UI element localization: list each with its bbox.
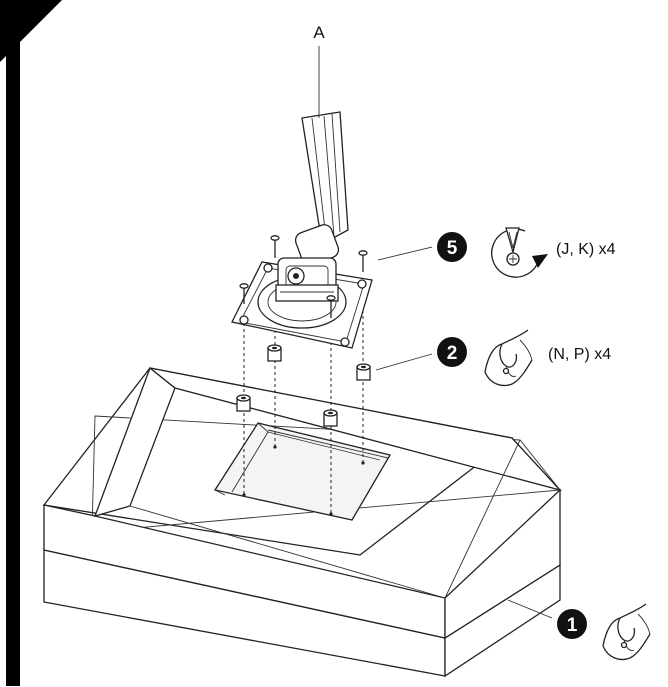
- part-a-label: A: [313, 23, 325, 42]
- step-5-text: (J, K) x4: [556, 241, 616, 258]
- step-1-badge: [557, 609, 587, 639]
- step-5-number: 5: [447, 238, 458, 259]
- step-1-number: 1: [567, 615, 578, 636]
- screw: [358, 250, 368, 272]
- base-back-bevel: [149, 367, 562, 492]
- hand-icon: [602, 603, 651, 661]
- stand-base: [42, 366, 562, 678]
- spacers: [236, 344, 371, 427]
- left-border-bar: [6, 2, 20, 686]
- screw: [326, 295, 336, 318]
- spacer: [323, 409, 338, 427]
- monitor-arm: [275, 111, 349, 302]
- spacer: [267, 344, 282, 362]
- step-2-text: (N, P) x4: [548, 346, 611, 363]
- screws: [239, 235, 368, 318]
- hand-icon: [484, 329, 533, 387]
- step-2-leader: [375, 353, 433, 371]
- corner-tab: [0, 0, 62, 62]
- step-5-badge: [437, 232, 467, 262]
- step-2-number: 2: [447, 343, 458, 364]
- step-2-badge: [437, 337, 467, 367]
- step-1-leader: [507, 599, 553, 619]
- spacer: [236, 394, 251, 412]
- screwdriver-rotate-icon: [491, 227, 548, 278]
- screw: [239, 283, 249, 304]
- screw: [270, 235, 280, 258]
- base-right-bevel: [444, 488, 561, 640]
- step-5-leader: [377, 246, 433, 261]
- spacer: [356, 363, 371, 381]
